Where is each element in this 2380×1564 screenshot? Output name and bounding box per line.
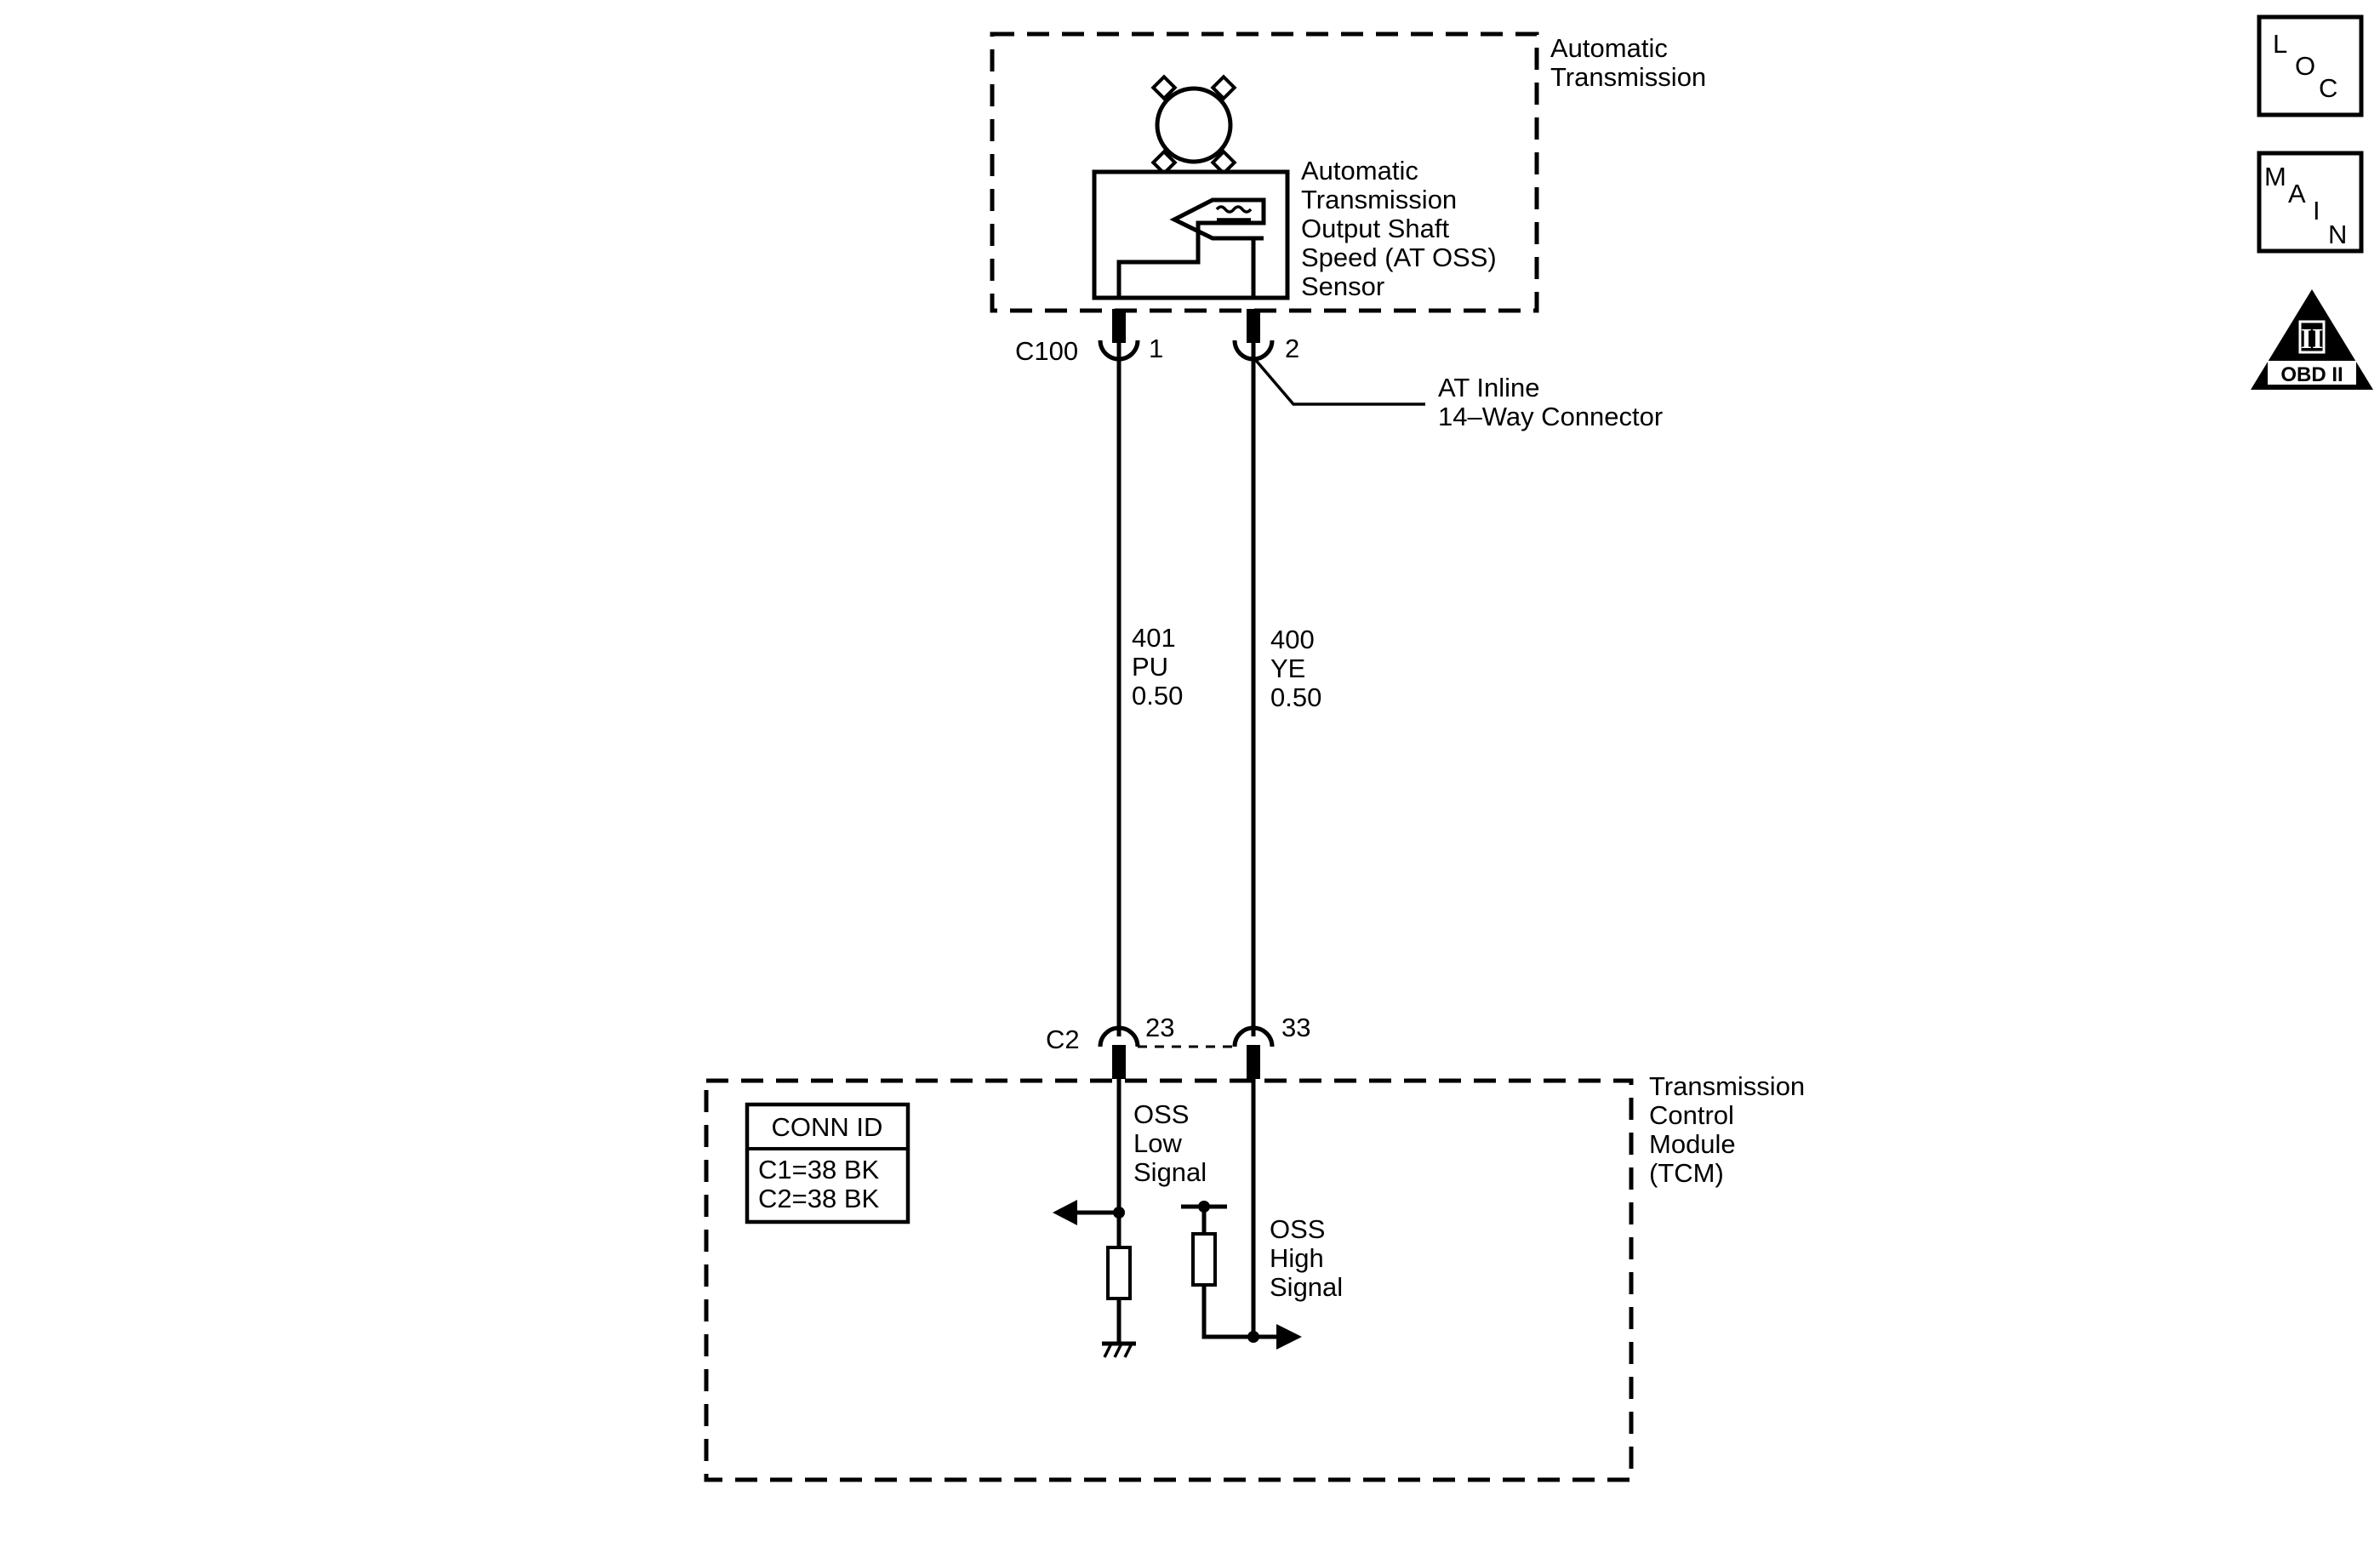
obd-ii-button[interactable]: II OBD II <box>2251 289 2373 390</box>
wire-right-label: 400 YE 0.50 <box>1270 625 1321 712</box>
loc-button[interactable]: L O C <box>2257 14 2364 117</box>
tcm-boundary <box>704 1078 1634 1482</box>
c100-label: C100 <box>1015 336 1078 366</box>
svg-text:O: O <box>2295 51 2315 81</box>
oss-sensor-icon <box>1092 169 1290 300</box>
svg-text:L: L <box>2273 29 2287 59</box>
reluctor-wheel-icon <box>1150 74 1237 176</box>
c2-label: C2 <box>1046 1025 1080 1054</box>
oss-low-signal-label: OSS Low Signal <box>1133 1099 1207 1187</box>
inline-connector-leader <box>1252 356 1425 406</box>
oss-high-circuit <box>1181 1079 1302 1350</box>
transmission-boundary <box>990 31 1539 313</box>
wire-left-label: 401 PU 0.50 <box>1132 623 1183 711</box>
conn-id-lines: C1=38 BK C2=38 BK <box>758 1155 887 1213</box>
svg-text:C: C <box>2319 73 2337 103</box>
c2-pin23-label: 23 <box>1145 1013 1174 1042</box>
c2-pin33-label: 33 <box>1281 1013 1310 1042</box>
svg-text:A: A <box>2288 179 2306 208</box>
conn-id-title: CONN ID <box>772 1112 883 1142</box>
tcm-label: Transmission Control Module (TCM) <box>1649 1071 1812 1188</box>
obd-roman-label: II <box>2301 323 2323 355</box>
svg-text:I: I <box>2313 196 2320 225</box>
c100-connector <box>1098 309 1275 362</box>
oss-high-signal-label: OSS High Signal <box>1270 1214 1343 1302</box>
conn-id-box <box>745 1102 910 1224</box>
ground-icon <box>1102 1341 1136 1358</box>
svg-text:M: M <box>2264 162 2286 191</box>
c2-connector <box>1098 1025 1275 1079</box>
obd-text-label: OBD II <box>2280 363 2343 386</box>
c100-pin2-label: 2 <box>1285 334 1299 363</box>
oss-low-circuit <box>1053 1079 1132 1344</box>
svg-text:N: N <box>2328 220 2347 249</box>
inline-connector-label: AT Inline 14–Way Connector <box>1438 373 1663 431</box>
main-button[interactable]: M A I N <box>2257 151 2364 254</box>
c100-pin1-label: 1 <box>1149 334 1163 363</box>
transmission-label: Automatic Transmission <box>1550 33 1706 92</box>
sensor-label: Automatic Transmission Output Shaft Spee… <box>1301 156 1504 301</box>
